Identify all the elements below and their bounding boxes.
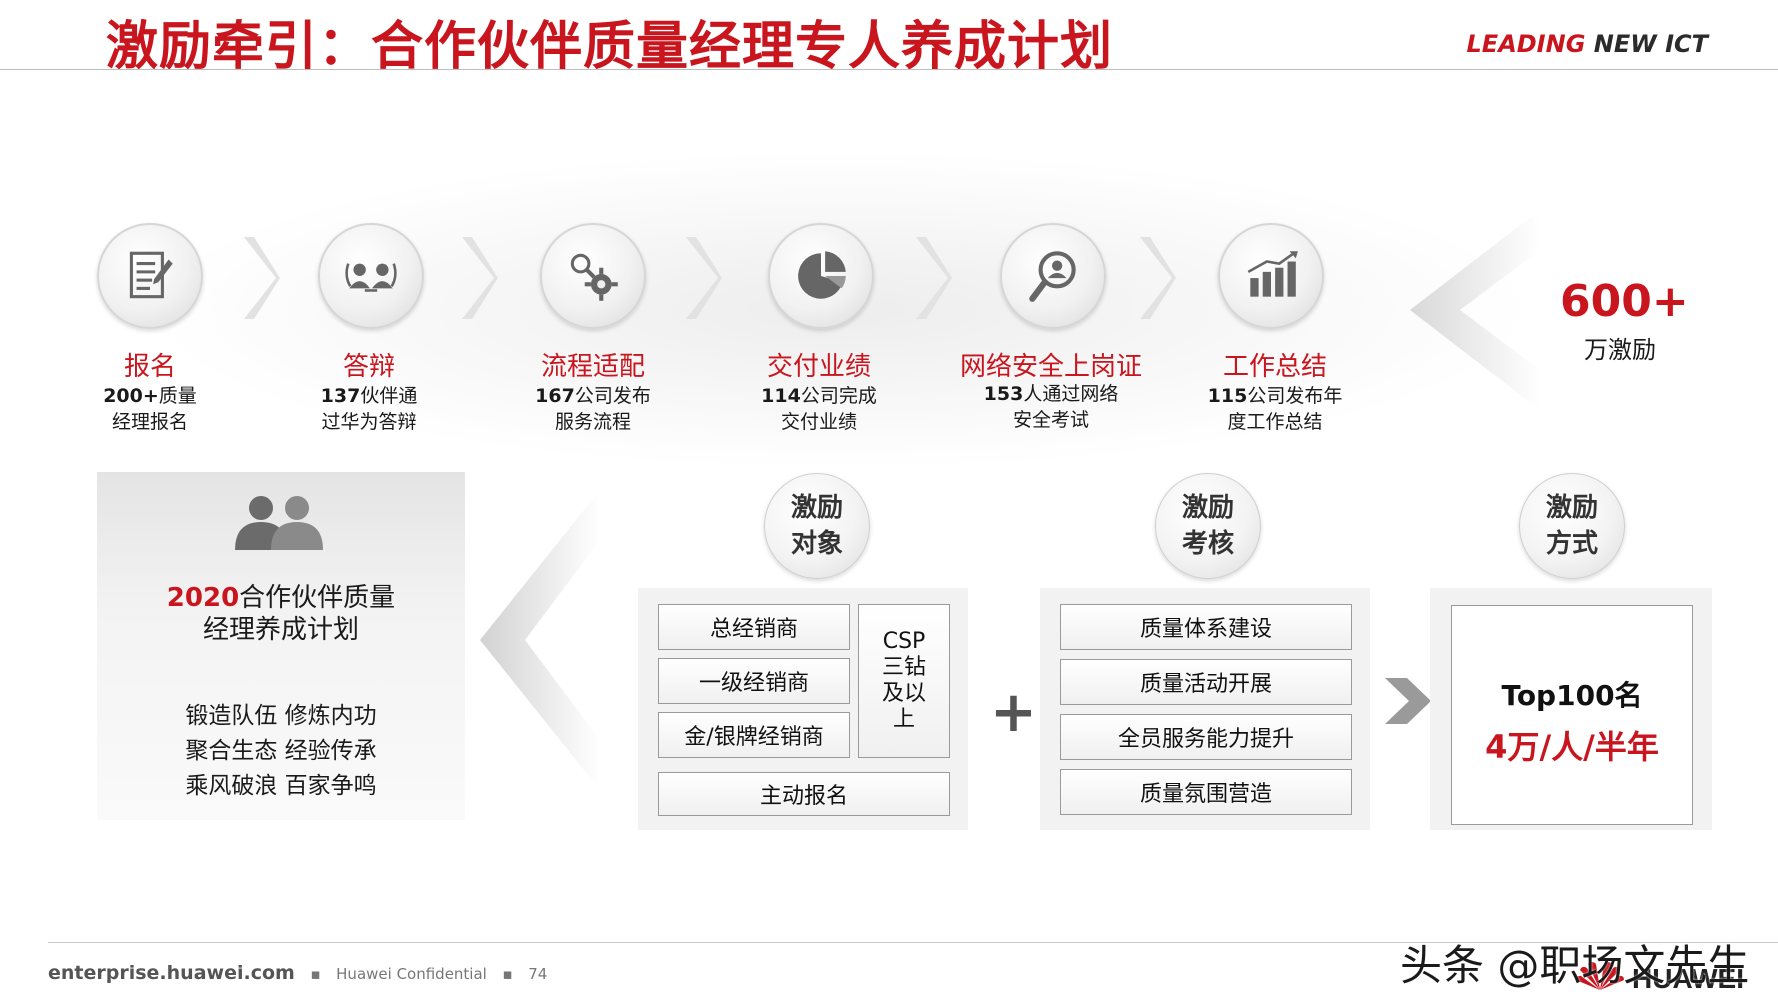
step-title-security-cert: 网络安全上岗证 — [959, 352, 1142, 382]
step-title-process: 流程适配 — [540, 352, 645, 382]
page-title: 激励牵引：合作伙伴质量经理专人养成计划 — [106, 17, 1114, 77]
assessment-item: 质量体系建设 — [1060, 604, 1352, 650]
target-item: 总经销商 — [658, 604, 850, 650]
pie-chart-icon — [768, 223, 874, 329]
bar-chart-up-icon — [1218, 223, 1324, 329]
step-desc-defense: 137伙伴通 过华为答辩 — [320, 385, 418, 433]
huawei-logo: HUAWEI — [1576, 962, 1744, 994]
step-desc-summary: 115公司发布年 度工作总结 — [1207, 385, 1343, 433]
people-icon — [235, 496, 323, 550]
header-divider — [0, 69, 1778, 70]
badge-targets: 激励对象 — [764, 473, 870, 579]
incentive-total-unit: 万激励 — [1584, 336, 1656, 364]
step-desc-signup: 200+质量 经理报名 — [103, 385, 197, 433]
assessment-panel: 质量体系建设 质量活动开展 全员服务能力提升 质量氛围营造 — [1040, 588, 1370, 830]
watermark-text: 头条 @职场文先生 — [1400, 941, 1750, 990]
gear-search-icon — [540, 223, 646, 329]
chevron-right-icon — [1140, 237, 1176, 319]
step-desc-delivery: 114公司完成 交付业绩 — [761, 385, 877, 433]
assessment-item: 质量氛围营造 — [1060, 769, 1352, 815]
brand-leading: LEADING — [1466, 30, 1586, 58]
step-title-summary: 工作总结 — [1222, 352, 1327, 382]
step-title-signup: 报名 — [123, 352, 176, 382]
document-pen-icon — [97, 223, 203, 329]
method-box: Top100名 4万/人/半年 — [1451, 605, 1693, 825]
plus-icon: + — [990, 680, 1037, 745]
footer: enterprise.huawei.com ▪ Huawei Confident… — [48, 962, 548, 984]
plan-card: 2020合作伙伴质量 经理养成计划 锻造队伍 修炼内功 聚合生态 经验传承 乘风… — [97, 472, 465, 820]
svg-text:HUAWEI: HUAWEI — [1632, 963, 1744, 994]
chevron-right-icon — [686, 237, 722, 319]
footer-confidential: Huawei Confidential — [336, 965, 487, 983]
method-top100: Top100名 — [1501, 679, 1643, 712]
method-reward: 4万/人/半年 — [1485, 728, 1659, 766]
footer-page-number: 74 — [528, 965, 548, 983]
chevron-right-icon — [244, 237, 280, 319]
incentive-total-value: 600+ — [1560, 276, 1689, 327]
arrow-right-icon — [1385, 678, 1431, 724]
funnel-arrow-graphic — [1410, 210, 1540, 410]
target-item: 金/银牌经销商 — [658, 712, 850, 758]
footer-site: enterprise.huawei.com — [48, 962, 295, 984]
brand-tagline: LEADING NEW ICT — [1467, 30, 1709, 58]
assessment-item: 质量活动开展 — [1060, 659, 1352, 705]
badge-assessment: 激励考核 — [1155, 473, 1261, 579]
target-item: 一级经销商 — [658, 658, 850, 704]
step-title-delivery: 交付业绩 — [766, 352, 871, 382]
converge-arrow-graphic — [480, 490, 600, 790]
plan-slogan: 聚合生态 经验传承 — [185, 738, 377, 764]
magnifier-person-icon — [1000, 223, 1106, 329]
chevron-right-icon — [916, 237, 952, 319]
assessment-item: 全员服务能力提升 — [1060, 714, 1352, 760]
badge-method: 激励方式 — [1519, 473, 1625, 579]
plan-slogan: 乘风破浪 百家争鸣 — [185, 773, 377, 799]
target-self-apply: 主动报名 — [658, 772, 950, 816]
plan-slogan: 锻造队伍 修炼内功 — [185, 703, 377, 729]
step-desc-process: 167公司发布 服务流程 — [535, 385, 651, 433]
chevron-right-icon — [462, 237, 498, 319]
step-desc-security-cert: 153人通过网络 安全考试 — [983, 383, 1119, 431]
brand-new-ict: NEW ICT — [1593, 30, 1708, 58]
footer-divider — [48, 942, 1778, 943]
discussion-icon — [318, 223, 424, 329]
plan-title: 2020合作伙伴质量 经理养成计划 — [166, 583, 396, 645]
step-title-defense: 答辩 — [342, 352, 395, 382]
